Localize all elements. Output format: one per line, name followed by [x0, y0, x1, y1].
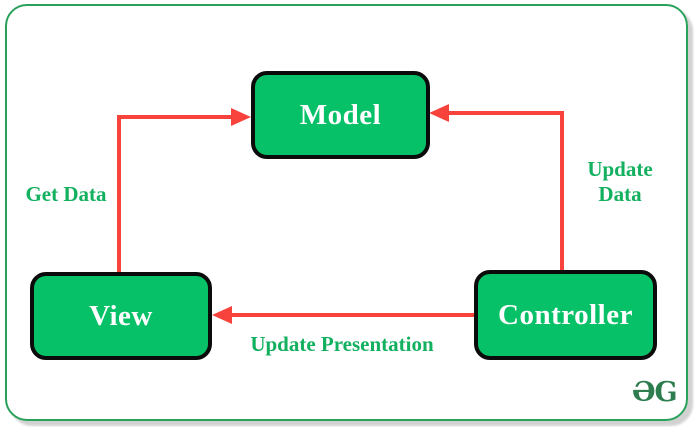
node-view: View: [30, 272, 212, 360]
arrowhead-into-model-left-icon: [231, 108, 251, 126]
edge-label-update-presentation: Update Presentation: [250, 332, 434, 356]
node-view-label: View: [89, 299, 153, 332]
edge-view-to-model-horizontal-segment: [117, 115, 234, 119]
edge-view-to-model-vertical-segment: [117, 115, 121, 272]
edge-controller-to-model-vertical-segment: [560, 111, 564, 270]
edge-controller-to-model-horizontal-segment: [448, 111, 564, 115]
edge-controller-to-view-horizontal-segment: [231, 313, 474, 317]
edge-label-get-data: Get Data: [25, 182, 107, 206]
node-model: Model: [251, 71, 430, 159]
geeksforgeeks-logo: ƏG: [632, 377, 678, 408]
arrowhead-into-model-right-icon: [429, 104, 449, 122]
node-controller: Controller: [474, 270, 657, 360]
node-model-label: Model: [299, 98, 382, 131]
diagram-border-frame: [5, 4, 688, 421]
edge-label-update-data: Update Data: [587, 157, 653, 207]
arrowhead-into-view-icon: [212, 306, 232, 324]
node-controller-label: Controller: [498, 298, 633, 331]
